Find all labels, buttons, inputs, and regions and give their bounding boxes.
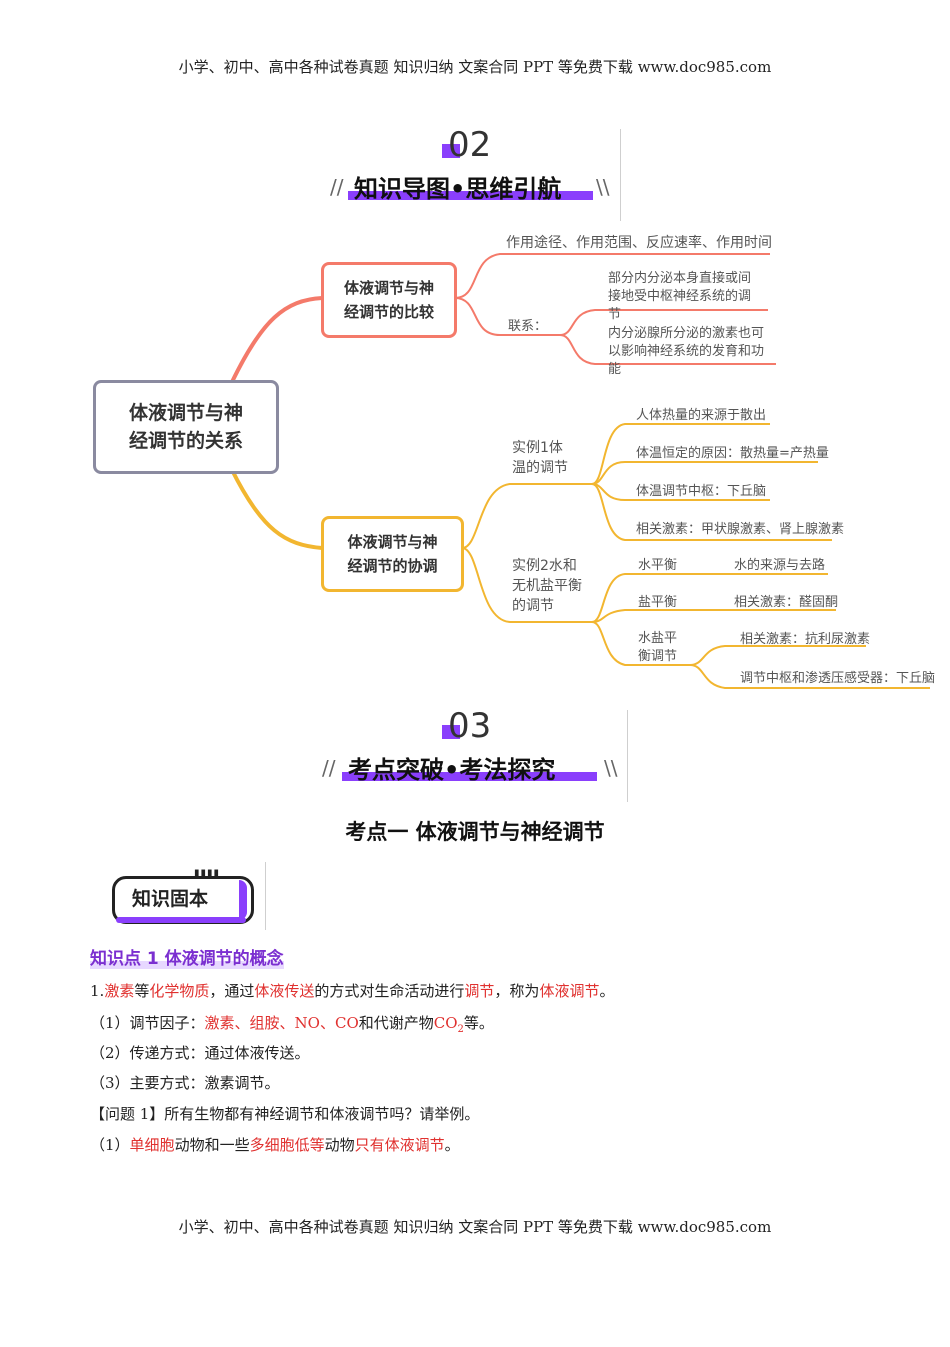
page-header: 小学、初中、高中各种试卷真题 知识归纳 文案合同 PPT 等免费下载 www.d… <box>178 58 772 76</box>
mm-link-label: 联系： <box>508 319 548 334</box>
mindmap-root-node: 体液调节与神经调节的关系 <box>93 380 279 474</box>
mm-example-1: 实例1体温的调节 <box>512 440 568 476</box>
slash-left-icon: // <box>322 756 336 780</box>
section-title: 考点突破•考法探究 <box>348 756 556 784</box>
kp1-line-1: 1.激素等化学物质，通过体液传送的方式对生命活动进行调节，称为体液调节。 <box>90 982 615 1000</box>
mm-salt-detail: 相关激素：醛固酮 <box>734 595 839 610</box>
section-title: 知识导图•思维引航 <box>354 175 562 203</box>
mm-ex1-item-1: 人体热量的来源于散出 <box>636 408 767 423</box>
kp1-line-3: （2）传递方式：通过体液传送。 <box>90 1044 310 1062</box>
kp1-line-4: （3）主要方式：激素调节。 <box>90 1074 280 1092</box>
mm-water-salt: 水盐平衡调节 <box>638 631 678 664</box>
mm-water-detail: 水的来源与去路 <box>734 558 826 573</box>
mm-link-1: 部分内分泌本身直接或间接地受中枢神经系统的调节 <box>608 271 752 322</box>
slash-right-icon: \\ <box>604 756 618 780</box>
mm-ex1-item-4: 相关激素：甲状腺激素、肾上腺激素 <box>636 522 845 537</box>
knowledge-badge: ▮▮▮▮ 知识固本 <box>106 862 266 932</box>
badge-rings-icon: ▮▮▮▮ <box>194 868 221 879</box>
slash-right-icon: \\ <box>596 175 610 199</box>
kp1-line-6: （1）单细胞动物和一些多细胞低等动物只有体液调节。 <box>90 1136 460 1154</box>
mm-ex1-item-3: 体温调节中枢：下丘脑 <box>636 484 767 499</box>
mindmap-connectors <box>230 253 930 689</box>
page-footer: 小学、初中、高中各种试卷真题 知识归纳 文案合同 PPT 等免费下载 www.d… <box>178 1218 772 1236</box>
mm-salt: 盐平衡 <box>638 595 678 610</box>
mindmap-branch-comparison: 体液调节与神经调节的比较 <box>321 262 457 338</box>
section-number: 03 <box>448 706 492 746</box>
mm-water: 水平衡 <box>638 558 678 573</box>
badge-label: 知识固本 <box>132 888 209 910</box>
section-number: 02 <box>448 125 492 165</box>
exam-point-title: 考点一 体液调节与神经调节 <box>345 820 605 844</box>
mm-item-comparison-aspects: 作用途径、作用范围、反应速率、作用时间 <box>506 235 772 251</box>
mm-example-2: 实例2水和无机盐平衡的调节 <box>512 558 582 614</box>
mm-link-2: 内分泌腺所分泌的激素也可以影响神经系统的发育和功能 <box>608 326 765 377</box>
knowledge-point-title: 知识点 1 体液调节的概念 <box>90 949 284 969</box>
section-banner-02: 02 知识导图•思维引航 // \\ <box>330 125 630 221</box>
mm-water-salt-detail-2: 调节中枢和渗透压感受器：下丘脑 <box>740 671 936 686</box>
mindmap-branch-coordination: 体液调节与神经调节的协调 <box>321 516 464 592</box>
kp1-line-2: （1）调节因子：激素、组胺、NO、CO和代谢产物CO2等。 <box>90 1014 494 1035</box>
mm-ex1-item-2: 体温恒定的原因：散热量=产热量 <box>636 446 829 461</box>
kp1-question-1: 【问题 1】所有生物都有神经调节和体液调节吗？请举例。 <box>90 1105 480 1123</box>
slash-left-icon: // <box>330 175 344 199</box>
mm-water-salt-detail-1: 相关激素：抗利尿激素 <box>740 632 871 647</box>
section-banner-03: 03 考点突破•考法探究 // \\ <box>322 706 632 802</box>
